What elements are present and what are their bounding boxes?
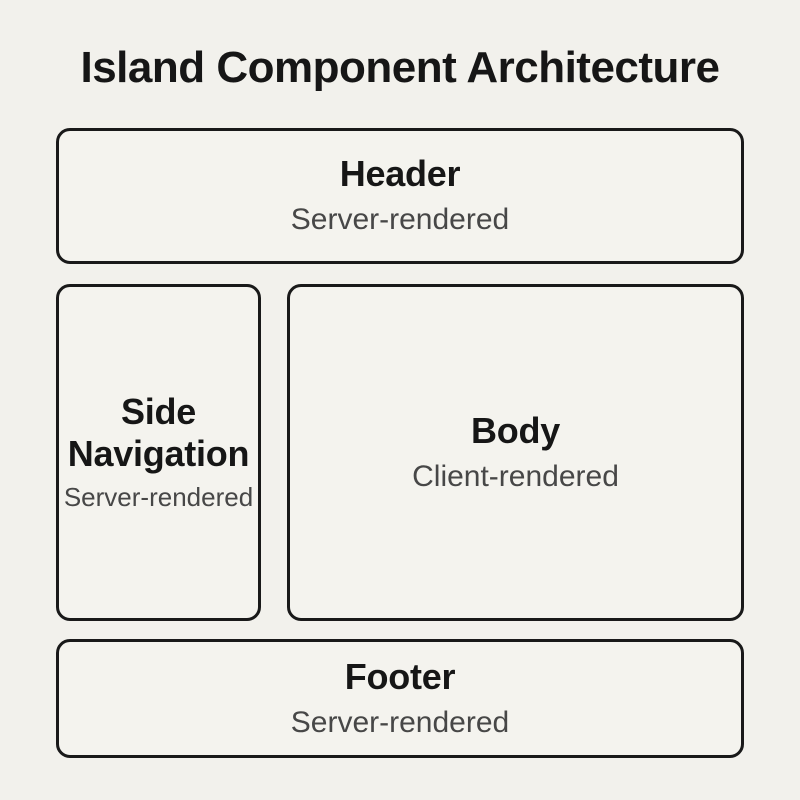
side-navigation-box-label: Side Navigation xyxy=(67,391,250,474)
footer-box-label: Footer xyxy=(344,655,456,697)
middle-row: Side Navigation Server-rendered Body Cli… xyxy=(56,284,744,621)
diagram-box-body: Body Client-rendered xyxy=(287,284,744,621)
diagram-title: Island Component Architecture xyxy=(80,43,720,92)
body-box-render-mode: Client-rendered xyxy=(412,459,619,493)
diagram-box-header: Header Server-rendered xyxy=(56,128,744,264)
header-box-render-mode: Server-rendered xyxy=(290,203,510,237)
side-navigation-box-render-mode: Server-rendered xyxy=(63,482,254,513)
body-box-label: Body xyxy=(471,409,560,451)
header-box-label: Header xyxy=(339,153,461,195)
diagram-box-side-navigation: Side Navigation Server-rendered xyxy=(56,284,261,621)
diagram-box-footer: Footer Server-rendered xyxy=(56,639,744,758)
footer-box-render-mode: Server-rendered xyxy=(290,705,510,739)
